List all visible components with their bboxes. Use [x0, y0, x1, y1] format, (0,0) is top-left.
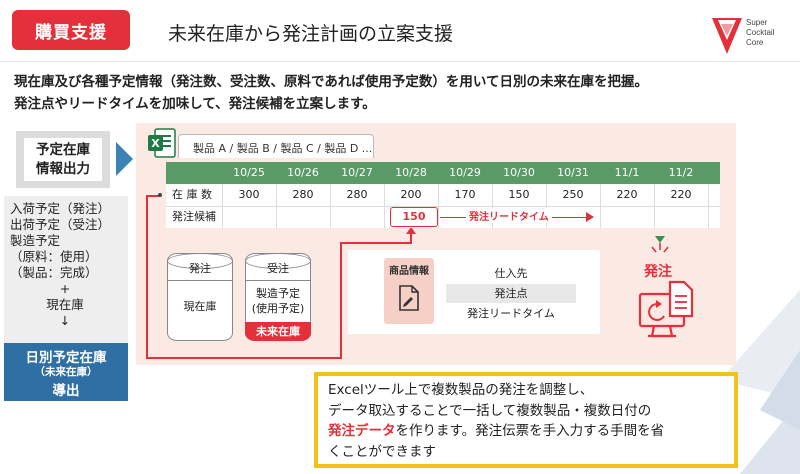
order-label: 発注 [644, 264, 672, 280]
page-title: 未来在庫から発注計画の立案支援 [168, 23, 454, 45]
stock-cell[interactable]: 200 [400, 188, 422, 201]
product-info-row-supplier: 仕入先 [494, 267, 528, 280]
stock-cell[interactable]: 300 [238, 188, 260, 201]
logo-icon [712, 18, 742, 54]
connector-line [410, 230, 412, 244]
stock-cell[interactable]: 170 [454, 188, 476, 201]
order-data-highlight: 発注データ [328, 423, 396, 439]
stock-row-label: 在 庫 数 [172, 188, 212, 201]
order-candidate-value[interactable]: 150 [390, 207, 438, 227]
product-info-row-lead-time: 発注リードタイム [467, 307, 555, 320]
stock-cell[interactable]: 250 [562, 188, 584, 201]
note-line: 発注データを作ります。発注伝票を手入力する手間を省 [328, 423, 665, 439]
row-bullet [158, 193, 162, 197]
list-item: ↓ [59, 313, 71, 328]
connector-line [146, 357, 342, 359]
lead-time-label: 発注リードタイム [466, 208, 552, 223]
list-item: 製造予定 [10, 233, 61, 248]
list-item: + [59, 281, 71, 296]
forecast-output-box: 予定在庫 情報出力 [16, 131, 110, 188]
stock-table: 300 280 280 200 170 150 250 220 220 [166, 184, 720, 228]
order-computer-icon [638, 280, 694, 338]
note-line: くことができます [328, 443, 436, 460]
note-line: Excelツール上で複数製品の発注を調整し、 [328, 382, 594, 398]
list-item: 入荷予定（発注） [10, 201, 111, 216]
product-info-tile [384, 258, 434, 324]
arrow-down-icon [655, 236, 665, 243]
arrow-up-icon [406, 227, 416, 234]
stock-cell[interactable]: 280 [292, 188, 314, 201]
date-header-cell: 10/28 [395, 166, 427, 179]
grid-line [166, 206, 720, 207]
daily-forecast-box: 日別予定在庫 （未来在庫） 導出 [4, 343, 128, 401]
date-header-row: 10/25 10/26 10/27 10/28 10/29 10/30 10/31 11/1 1… [166, 162, 720, 184]
product-info-label: 商品情報 [389, 266, 429, 277]
decorative-triangles [720, 290, 800, 474]
stock-cell[interactable]: 150 [508, 188, 530, 201]
logo-text: Super Cocktail Core [746, 18, 775, 47]
stock-cell[interactable]: 220 [670, 188, 692, 201]
list-item: （製品：完成） [10, 265, 98, 280]
alert-rays-icon [651, 243, 669, 253]
arrow-right-icon [116, 142, 133, 176]
future-stock-band: 未来在庫 [245, 322, 311, 341]
schedule-input-list: 入荷予定（発注） 出荷予定（受注） 製造予定 （原料：使用） （製品：完成） +… [4, 196, 128, 344]
date-header-cell: 10/29 [449, 166, 481, 179]
stock-cell[interactable]: 220 [616, 188, 638, 201]
date-header-cell: 10/31 [557, 166, 589, 179]
category-tag: 購買支援 [12, 10, 130, 50]
product-info-row-order-point: 発注点 [446, 284, 576, 303]
stock-cell[interactable]: 280 [346, 188, 368, 201]
list-item: 出荷予定（受注） [10, 217, 111, 232]
date-header-cell: 10/27 [341, 166, 373, 179]
connector-line [146, 195, 160, 197]
document-edit-icon [399, 285, 419, 311]
description-line-1: 現在庫及び各種予定情報（発注数、受注数、原料であれば使用予定数）を用いて日別の未… [14, 74, 648, 90]
connector-line [146, 196, 148, 358]
date-header-cell: 10/26 [287, 166, 319, 179]
date-header-cell: 11/2 [668, 166, 694, 179]
description-line-2: 発注点やリードタイムを加味して、発注候補を立案します。 [14, 96, 376, 112]
date-header-cell: 10/25 [233, 166, 265, 179]
header-divider [0, 61, 800, 62]
list-item: 現在庫 [46, 297, 84, 312]
forecast-output-label: 予定在庫 情報出力 [24, 138, 102, 181]
date-header-cell: 11/1 [614, 166, 640, 179]
description: 現在庫及び各種予定情報（発注数、受注数、原料であれば使用予定数）を用いて日別の未… [14, 71, 648, 115]
note-line: データ取込することで一括して複数製品・複数日付の [328, 402, 652, 419]
arrow-right-icon [586, 212, 594, 222]
order-database: 発注 現在庫 [167, 253, 233, 341]
summary-note: Excelツール上で複数製品の発注を調整し、 データ取込することで一括して複数製… [314, 372, 738, 468]
connector-line [340, 242, 412, 244]
date-header-cell: 10/30 [503, 166, 535, 179]
connector-line [340, 242, 342, 358]
excel-icon: X [148, 128, 176, 158]
list-item: （原料：使用） [10, 249, 98, 264]
sheet-tab[interactable]: 製品 A / 製品 B / 製品 C / 製品 D ... [178, 134, 374, 158]
svg-text:X: X [151, 137, 160, 150]
candidate-row-label: 発注候補 [172, 210, 216, 223]
